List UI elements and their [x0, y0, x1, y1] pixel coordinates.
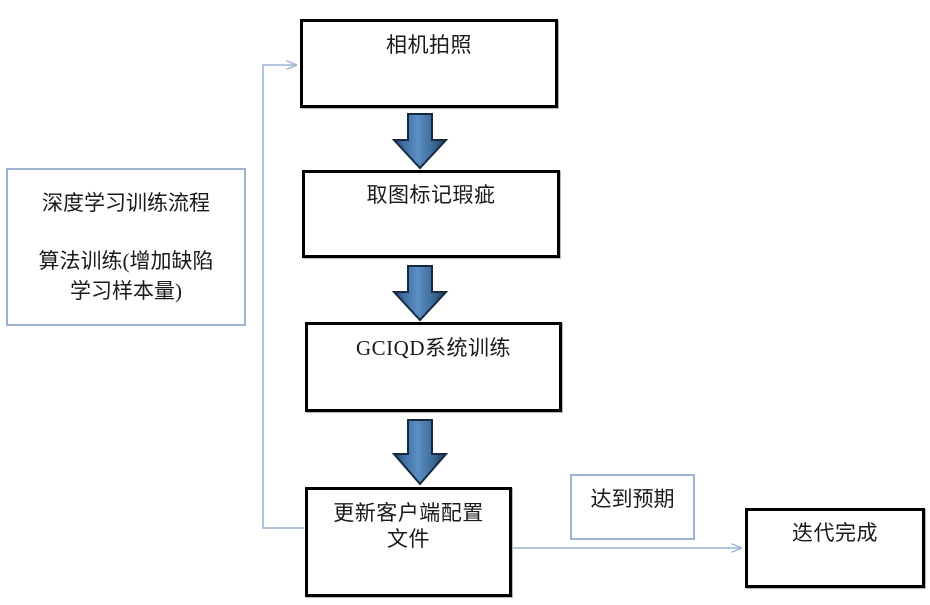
node-iteration-complete-label: 迭代完成 [792, 521, 878, 545]
node-update-client-config-label: 更新客户端配置 文件 [333, 501, 484, 551]
node-camera-label: 相机拍照 [386, 33, 472, 57]
note-training-process-line1: 深度学习训练流程 [42, 191, 210, 215]
block-arrow-camera-to-mark [391, 113, 449, 170]
note-meets-expectation-label: 达到预期 [590, 487, 675, 511]
feedback-connector-update-to-camera [262, 65, 304, 529]
node-gciqd-training[interactable]: GCIQD系统训练 [305, 322, 562, 412]
block-arrow-mark-to-train [391, 265, 449, 322]
node-mark-defects-label: 取图标记瑕疵 [366, 183, 496, 207]
note-meets-expectation: 达到预期 [570, 474, 695, 540]
block-arrow-train-to-update [391, 419, 449, 486]
note-training-process: 深度学习训练流程 算法训练(增加缺陷 学习样本量) [6, 168, 246, 326]
node-gciqd-training-label: GCIQD系统训练 [356, 336, 511, 360]
node-iteration-complete[interactable]: 迭代完成 [745, 508, 925, 588]
node-update-client-config[interactable]: 更新客户端配置 文件 [305, 487, 512, 597]
note-training-process-line2: 算法训练(增加缺陷 [38, 249, 214, 273]
node-camera[interactable]: 相机拍照 [300, 19, 558, 108]
node-mark-defects[interactable]: 取图标记瑕疵 [302, 170, 560, 258]
note-training-process-line3: 学习样本量) [70, 279, 182, 303]
